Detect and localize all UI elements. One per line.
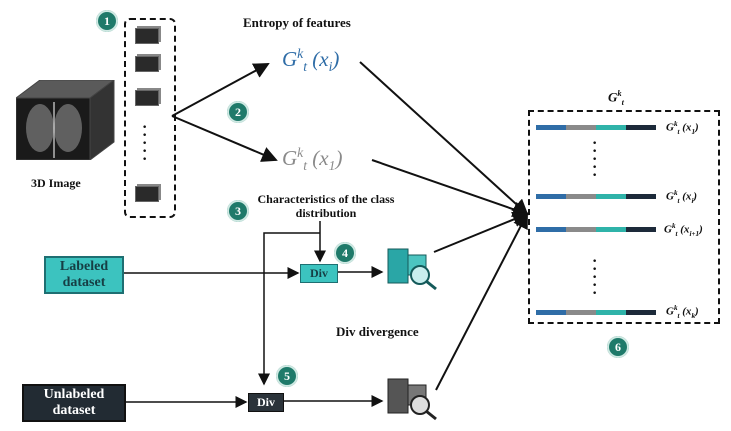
matrix-row-label: Gkt (x1) [666,120,699,136]
matrix-row-label: Gkt (xk) [666,304,699,320]
feature-bar [536,194,656,199]
labeled-dataset-box: Labeled dataset [44,256,124,294]
ellipsis-dots: ····· [592,253,598,302]
div-divergence-label: Div divergence [336,324,419,339]
matrix-row-label: Gkt (xi+1) [664,222,703,238]
entropy-title: Entropy of features [243,15,351,30]
step-badge-6: 6 [607,336,629,358]
feature-bar [536,227,656,232]
arrow-to-gx1 [171,115,278,162]
computer-search-icon [386,375,438,421]
slice-icon [135,56,159,72]
matrix-header: Gkt [608,88,624,107]
formula-gx1: Gkt (x1) [282,145,343,174]
feature-bar [536,310,656,315]
formula-gxi: Gkt (xi) [282,46,340,75]
arrow-unlabeled-to-matrix [435,212,528,391]
slice-icon [135,28,159,44]
class-distribution-label: Characteristics of the class distributio… [257,192,395,220]
step-badge-3: 3 [227,200,249,222]
step-badge-1: 1 [96,10,118,32]
feature-bar [536,125,656,130]
div-teal-box: Div [300,264,338,283]
div-dark-box: Div [248,393,284,412]
ellipsis-dots: ····· [142,119,148,168]
step-badge-2: 2 [227,101,249,123]
arrow-to-gxi [171,63,270,117]
matrix-row-label: Gkt (xi) [666,189,698,205]
arrow-gxi-to-matrix [359,61,529,216]
ellipsis-dots: ····· [592,135,598,184]
arrow-gx1-to-matrix [371,159,529,217]
image-label: 3D Image [31,176,81,190]
step-badge-5: 5 [276,365,298,387]
unlabeled-dataset-box: Unlabeled dataset [22,384,126,422]
slice-bracket [124,18,176,218]
step-badge-4: 4 [334,242,356,264]
feature-matrix [528,110,720,324]
slice-icon [135,90,159,106]
computer-search-icon [386,245,438,291]
arrow-labeled-to-matrix [433,211,529,253]
slice-icon [135,186,159,202]
ct-volume-icon [14,79,116,161]
